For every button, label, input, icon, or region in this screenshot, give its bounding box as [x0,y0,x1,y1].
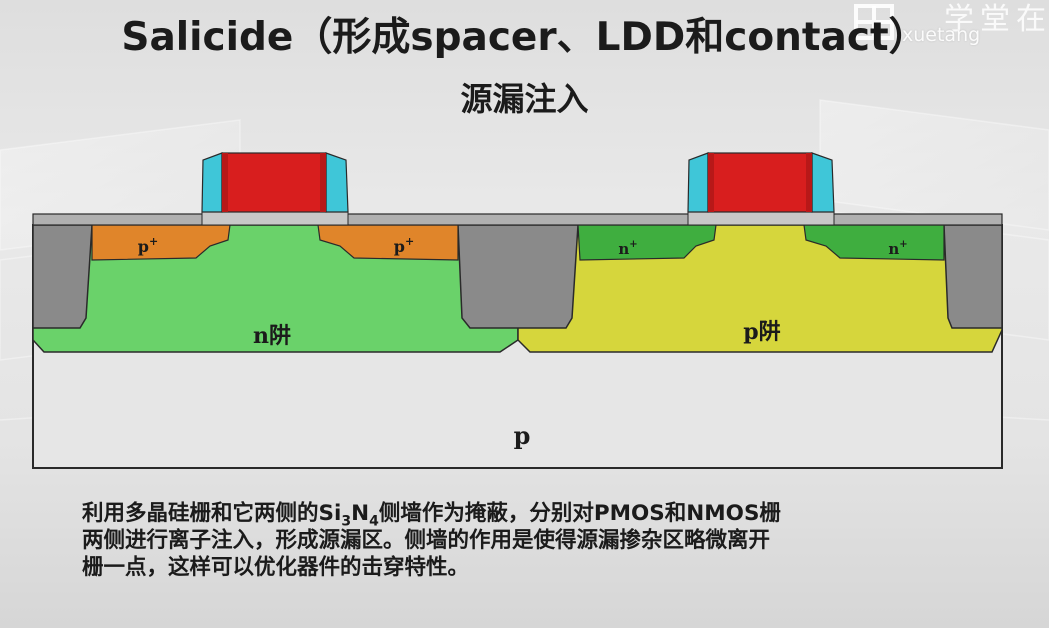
p-well-label: p阱 [743,319,780,345]
gate-oxide-left [201,211,349,226]
spacer-left-gate-right [687,152,709,213]
spacer-left-gate-left [201,152,223,213]
isolation-middle [457,224,579,329]
cmos-cross-section-diagram: p+ p+ n+ n+ n阱 p阱 p [32,152,1003,469]
caption-subscript-4: 4 [369,513,379,530]
spacer-right-gate-right [811,152,835,213]
n-plus-label-right: n+ [888,239,907,258]
caption-line-1-part-b: N [351,501,370,526]
oxide-layer [32,213,1003,226]
p-plus-label-right: p+ [394,235,414,256]
logo-text-en: xuetang [902,24,981,46]
caption-line-3: 栅一点，这样可以优化器件的击穿特性。 [82,555,470,580]
poly-gate-right-edge-l [708,153,714,212]
p-plus-label-left: p+ [138,235,158,256]
gate-oxide-right [687,211,835,226]
page-title: Salicide（形成spacer、LDD和contact） [121,15,928,60]
spacer-right-gate-left [325,152,349,213]
caption-line-2: 两侧进行离子注入，形成源漏区。侧墙的作用是使得源漏掺杂区略微离开 [82,528,771,553]
watermark-logo: 学堂在 xuetang [852,0,1049,52]
caption-subscript-3: 3 [341,513,352,530]
n-well-label: n阱 [253,323,291,349]
poly-gate-left-edge-l [222,153,228,212]
isolation-left [32,224,93,329]
poly-gate-left-edge-r [320,153,326,212]
caption-line-1-part-a: 利用多晶硅栅和它两侧的Si [82,501,342,526]
caption-text: 利用多晶硅栅和它两侧的Si3N4侧墙作为掩蔽，分别对PMOS和NMOS栅 两侧进… [82,500,982,581]
caption-line-1-part-c: 侧墙作为掩蔽，分别对PMOS和NMOS栅 [378,501,781,526]
poly-gate-right-edge-r [806,153,812,212]
logo-mark-icon [854,4,894,40]
logo-text-cn: 学堂在 [944,2,1049,37]
poly-gate-left [221,152,327,213]
page-subtitle: 源漏注入 [460,80,589,118]
isolation-right [943,224,1003,329]
substrate-label: p [514,421,531,450]
n-plus-label-left: n+ [618,239,637,258]
poly-gate-right [707,152,813,213]
caption-line-1: 利用多晶硅栅和它两侧的Si3N4侧墙作为掩蔽，分别对PMOS和NMOS栅 [82,500,982,530]
